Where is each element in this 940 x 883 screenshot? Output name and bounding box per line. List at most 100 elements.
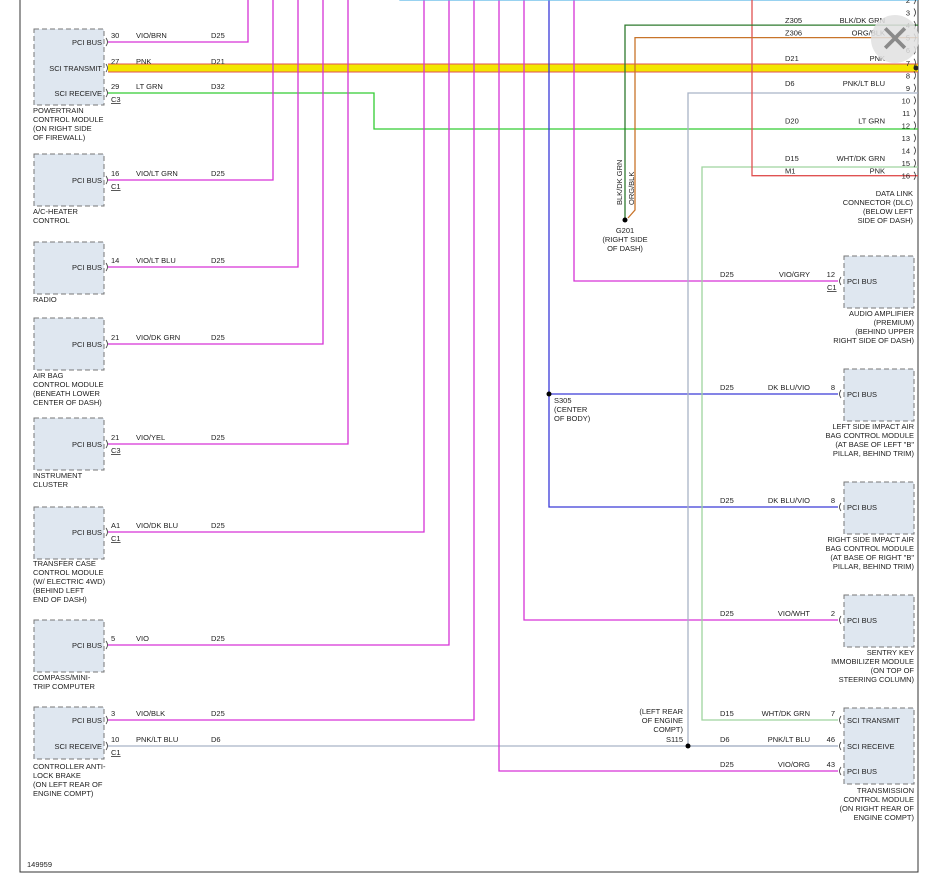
dlc-description: DATA LINK: [876, 189, 913, 198]
module-description: LOCK BRAKE: [33, 771, 81, 780]
wire-pnk-lt-blu-dlc: [687, 92, 918, 746]
dlc-pin-terminal: [913, 58, 916, 67]
pin-terminal: [839, 741, 842, 751]
splice-description: OF BODY): [554, 414, 591, 423]
wire-lt-grn: [108, 92, 918, 130]
wire-dk-blu-vio: [548, 394, 838, 508]
dlc-pin-number: 2: [906, 0, 910, 5]
pin-label: SCI RECEIVE: [54, 89, 102, 98]
wire-pci-bus: [573, 0, 838, 282]
pin-terminal: [839, 502, 842, 512]
pin-label: PCI BUS: [72, 440, 102, 449]
module-airbag: [33, 317, 105, 371]
module-description: STEERING COLUMN): [839, 675, 915, 684]
wire-pci-bus: [108, 0, 349, 445]
circuit-label: D25: [211, 333, 225, 342]
circuit-label: D32: [211, 82, 225, 91]
splice-description: (LEFT REAR: [639, 707, 683, 716]
splice-description: COMPT): [653, 725, 683, 734]
dlc-layer: 2D25LT BLU/VIO34Z305BLK/DK GRN5Z306ORG/B…: [785, 0, 916, 225]
circuit-label: D25: [720, 496, 734, 505]
wire-pci-bus: [108, 0, 425, 533]
wire-blk-dk-grn: [624, 24, 918, 218]
pin-terminal: [105, 262, 108, 272]
wire-pci-bus: [523, 0, 838, 621]
wire-pci-bus: [498, 0, 838, 772]
dlc-pin-terminal: [913, 108, 916, 118]
pin-number: 14: [111, 256, 119, 265]
dlc-pin-number: 7: [906, 59, 910, 68]
module-description: BAG CONTROL MODULE: [826, 544, 914, 553]
pin-number: 8: [831, 383, 835, 392]
module-description: POWERTRAIN: [33, 106, 84, 115]
pin-label: PCI BUS: [72, 176, 102, 185]
pin-terminal: [105, 715, 108, 725]
dlc-pin-terminal: [913, 0, 916, 5]
dlc-pin-number: 11: [902, 109, 910, 118]
module-description: BAG CONTROL MODULE: [826, 431, 914, 440]
module-transfer: [33, 506, 105, 560]
diagram-id: 149959: [27, 860, 52, 869]
dlc-pin-number: 15: [902, 159, 910, 168]
wire-pci-bus: [108, 0, 450, 646]
module-pcm: [33, 28, 105, 106]
dlc-wire-label: WHT/DK GRN: [837, 154, 885, 163]
pin-label: SCI TRANSMIT: [847, 716, 900, 725]
module-description: CONTROL MODULE: [33, 115, 104, 124]
splice-name: S305: [554, 396, 572, 405]
module-description: (BENEATH LOWER: [33, 389, 101, 398]
module-tcm: [843, 707, 915, 785]
wires-layer: [108, 0, 919, 772]
circuit-label: D25: [720, 760, 734, 769]
dlc-wire-label: BLK/DK GRN: [840, 16, 885, 25]
pin-number: 21: [111, 433, 119, 442]
dlc-description: (BELOW LEFT: [863, 207, 913, 216]
module-description: ENGINE COMPT): [854, 813, 915, 822]
wire-pci-bus: [108, 0, 475, 721]
circuit-label: D25: [720, 383, 734, 392]
pin-terminal: [839, 615, 842, 625]
module-ac: [33, 153, 105, 207]
module-amp: [843, 255, 915, 309]
pin-label: SCI RECEIVE: [847, 742, 895, 751]
circuit-label: D25: [211, 521, 225, 530]
module-abs: [33, 706, 105, 760]
module-description: RADIO: [33, 295, 57, 304]
pin-number: 29: [111, 82, 119, 91]
dlc-pin-number: 12: [902, 122, 910, 131]
wire-color-label: VIO/GRY: [779, 270, 810, 279]
dlc-pin-terminal: [913, 133, 916, 143]
dlc-pin-terminal: [913, 8, 916, 17]
module-description: IMMOBILIZER MODULE: [831, 657, 914, 666]
close-button[interactable]: ✕: [871, 15, 919, 63]
module-description: PILLAR, BEHIND TRIM): [833, 449, 915, 458]
wire-wht-dk-grn: [701, 166, 918, 721]
module-rside: [843, 481, 915, 535]
wire-color-label: VIO/DK BLU: [136, 521, 178, 530]
module-lside: [843, 368, 915, 422]
ground-point: [622, 217, 628, 223]
dlc-pin-number: 14: [902, 147, 910, 156]
dlc-wire-label: ORG/BLK: [852, 29, 885, 38]
dlc-description: SIDE OF DASH): [858, 216, 914, 225]
module-skim: [843, 594, 915, 648]
pin-number: 8: [831, 496, 835, 505]
dlc-circuit-label: D20: [785, 117, 799, 126]
dlc-pin-terminal: [913, 146, 916, 155]
module-description: AUDIO AMPLIFIER: [849, 309, 915, 318]
module-description: (ON RIGHT REAR OF: [840, 804, 915, 813]
module-description: OF FIREWALL): [33, 133, 86, 142]
pin-terminal: [105, 741, 108, 751]
circuit-label: D25: [211, 169, 225, 178]
ground-wire-label: BLK/DK GRN: [615, 160, 624, 205]
dlc-circuit-label: D21: [785, 54, 799, 63]
circuit-label: D25: [211, 256, 225, 265]
module-description: (ON LEFT REAR OF: [33, 780, 103, 789]
ground-description: OF DASH): [607, 244, 643, 253]
dlc-pin-terminal: [913, 158, 916, 168]
pin-terminal: [105, 175, 108, 185]
circuit-label: D25: [211, 709, 225, 718]
module-description: RIGHT SIDE IMPACT AIR: [827, 535, 914, 544]
